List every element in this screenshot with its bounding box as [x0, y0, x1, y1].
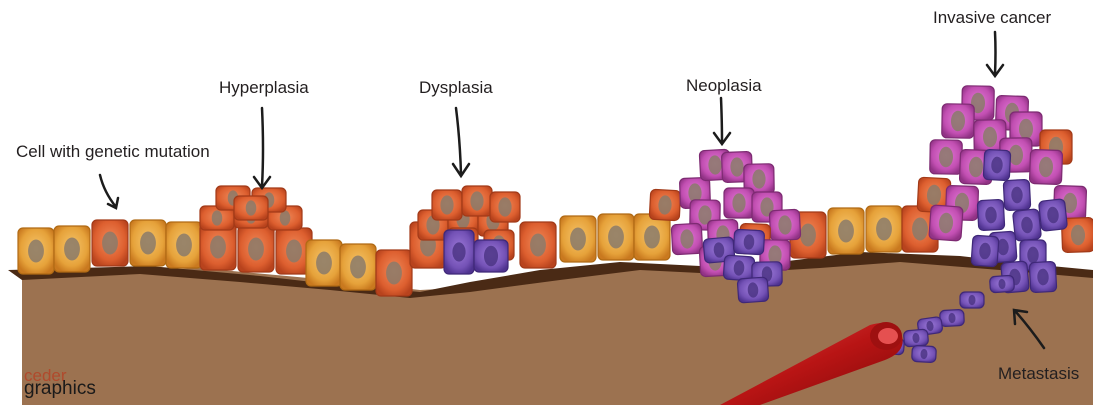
mutated-cell — [462, 186, 492, 216]
invasive-cell — [737, 277, 769, 303]
invasive-cell — [474, 240, 508, 272]
normal-cell — [54, 226, 90, 272]
neoplastic-cell — [724, 188, 754, 218]
neoplastic-cell — [769, 209, 801, 241]
normal-cell — [306, 240, 342, 286]
invasive-cell — [444, 230, 474, 274]
label-neoplasia: Neoplasia — [686, 76, 762, 96]
neoplastic-cell — [942, 104, 975, 139]
arrow-invasive — [987, 32, 1003, 76]
mutated-cell — [520, 222, 556, 268]
arrow-neoplasia — [714, 98, 730, 144]
invasive-cell — [1003, 179, 1031, 210]
arrow-dysplasia — [453, 108, 469, 176]
normal-cell — [340, 244, 376, 290]
label-metastasis: Metastasis — [998, 364, 1079, 384]
mutated-cell — [92, 220, 128, 266]
invasive-cell — [983, 149, 1011, 180]
mutated-cell — [200, 224, 236, 270]
invasive-cell — [960, 292, 984, 308]
brand-logo: ceder graphics — [24, 368, 96, 396]
label-dysplasia: Dysplasia — [419, 78, 493, 98]
logo-bottom: graphics — [24, 381, 96, 396]
neoplastic-cell — [929, 205, 963, 241]
normal-cell — [866, 206, 902, 252]
invasive-cell — [1039, 199, 1068, 232]
mutated-cell — [432, 190, 462, 220]
mutated-cell — [490, 192, 520, 222]
invasive-cell — [1029, 261, 1057, 292]
normal-cell — [560, 216, 596, 262]
normal-cell — [18, 228, 54, 274]
mutated-cell — [649, 189, 681, 221]
label-mutation: Cell with genetic mutation — [16, 142, 210, 162]
invasive-cell — [912, 345, 937, 362]
invasive-cell — [971, 235, 999, 267]
invasive-cell — [903, 329, 928, 347]
label-invasive: Invasive cancer — [933, 8, 1051, 28]
invasive-cell — [940, 309, 965, 326]
mutated-cell — [238, 226, 274, 272]
arrow-hyperplasia — [254, 108, 270, 188]
normal-cell — [598, 214, 634, 260]
invasive-cell — [723, 255, 755, 281]
normal-cell — [828, 208, 864, 254]
arrow-mutation — [100, 175, 118, 208]
label-hyperplasia: Hyperplasia — [219, 78, 309, 98]
normal-cell — [634, 214, 670, 260]
neoplastic-cell — [930, 140, 963, 175]
invasive-cell — [733, 229, 764, 255]
normal-cell — [130, 220, 166, 266]
normal-cell — [166, 222, 202, 268]
neoplastic-cell — [671, 223, 703, 255]
invasive-cell — [989, 275, 1014, 293]
mutated-cell — [376, 250, 412, 296]
mutated-cell — [234, 196, 268, 220]
invasive-cell — [1013, 209, 1042, 242]
invasive-cell — [977, 199, 1005, 230]
neoplastic-cell — [1029, 149, 1062, 184]
